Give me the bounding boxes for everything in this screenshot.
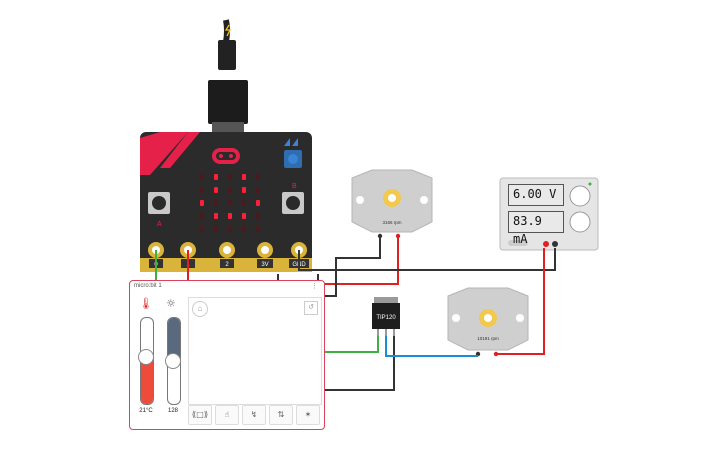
led-on [214,174,218,180]
led-on [256,200,260,206]
button-b[interactable] [282,192,304,214]
psu-current-display: 83.9 mA [508,211,564,246]
accelerometer-area[interactable]: ⌂ ↺ [188,297,322,405]
motor-1-rpm: 3166 rpm [382,220,401,225]
led-off [242,200,246,206]
psu-voltage-value: 6.00 V [513,187,557,201]
temperature-slider-handle[interactable] [138,348,154,365]
gesture-3g-icon[interactable]: ✶ [296,405,320,425]
button-a[interactable] [148,192,170,214]
microbit-board[interactable]: A B 0 1 2 3V GND [140,132,312,272]
thermometer-icon: 🌡 [139,297,153,310]
tip120-transistor[interactable]: TIP120 [372,297,400,336]
led-off [256,226,260,232]
led-off [200,213,204,219]
usb-cable[interactable] [208,19,248,132]
led-off [228,226,232,232]
led-off [200,174,204,180]
led-off [242,226,246,232]
led-matrix [200,174,260,232]
led-on [242,174,246,180]
led-on [242,213,246,219]
pin-2-label: 2 [225,262,229,268]
close-icon[interactable]: ⋮ [311,283,318,290]
light-value: 128 [167,408,178,414]
sun-icon: ☼ [166,297,176,310]
led-off [200,187,204,193]
dc-motor-2[interactable]: 10191 rpm [447,287,529,357]
psu-negative-terminal[interactable] [552,241,558,247]
led-off [256,213,260,219]
led-on [214,213,218,219]
psu-positive-terminal[interactable] [543,241,549,247]
transistor-label: TIP120 [376,315,396,321]
led-off [214,200,218,206]
light-slider-handle[interactable] [165,353,181,369]
pin-3v-label: 3V [261,262,268,268]
psu-current-value: 83.9 mA [513,214,542,246]
dc-motor-1[interactable]: 3166 rpm [351,169,433,239]
led-off [228,200,232,206]
led-off [256,174,260,180]
led-on [214,187,218,193]
led-off [228,187,232,193]
gesture-tilt-icon[interactable]: ☝ [215,405,239,425]
gear-icon [383,189,401,207]
led-off [256,187,260,193]
temperature-value: 21°C [139,408,153,414]
led-on [200,200,204,206]
microbit-sensor-panel[interactable]: micro:bit 1 ⋮ 🌡 ☼ 21°C 128 ⌂ ↺ ⟪□⟫ ☝ ↯ ⇅… [129,280,325,430]
button-a-label: A [157,221,162,228]
gesture-flip-icon[interactable]: ⇅ [269,405,293,425]
temperature-fill [141,356,153,404]
motor-2-rpm: 10191 rpm [477,336,499,341]
panel-title: micro:bit 1 [134,283,162,289]
gear-icon [479,309,497,327]
led-off [200,226,204,232]
gesture-freefall-icon[interactable]: ↯ [242,405,266,425]
button-b-label: B [292,183,297,190]
led-off [228,174,232,180]
led-off [214,226,218,232]
gesture-shake-icon[interactable]: ⟪□⟫ [188,405,212,425]
reset-button[interactable] [284,150,302,168]
led-on [242,187,246,193]
reset-icon[interactable]: ↺ [304,301,318,315]
home-icon[interactable]: ⌂ [192,301,208,317]
psu-voltage-display: 6.00 V [508,184,564,206]
logo-icon [292,138,298,146]
light-fill [168,318,180,361]
logo-icon [284,138,290,146]
led-on [228,213,232,219]
